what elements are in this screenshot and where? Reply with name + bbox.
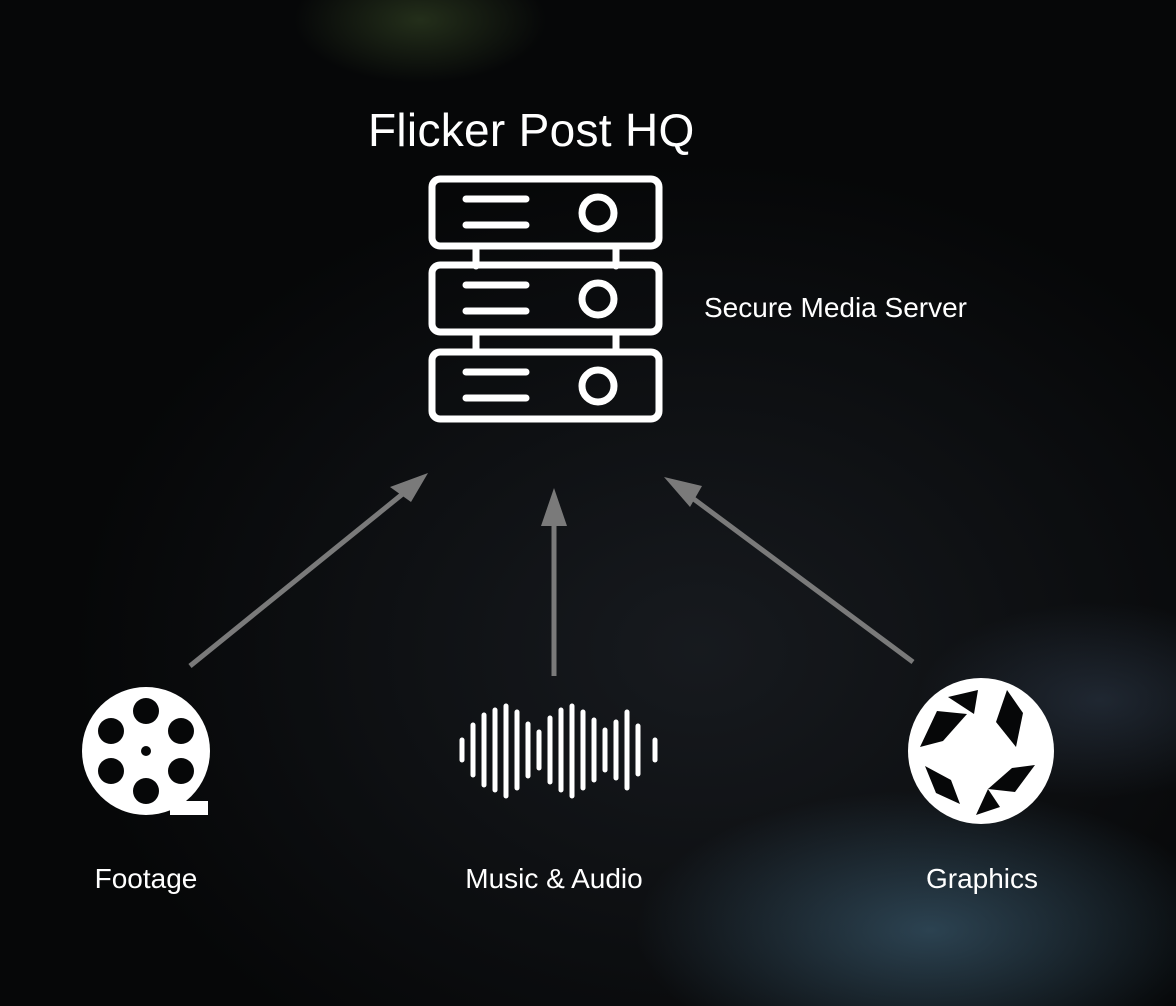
arrowhead-footage — [390, 473, 428, 502]
arrow-footage — [188, 490, 407, 668]
diagram-title: Flicker Post HQ — [368, 104, 695, 156]
arrowhead-graphics — [664, 477, 702, 507]
footage-label: Footage — [94, 863, 198, 894]
arrowhead-music — [541, 488, 567, 526]
graphics-label: Graphics — [925, 863, 1039, 894]
music-audio-label: Music & Audio — [465, 863, 643, 894]
arrow-graphics — [685, 491, 915, 665]
server-label: Secure Media Server — [704, 292, 968, 323]
